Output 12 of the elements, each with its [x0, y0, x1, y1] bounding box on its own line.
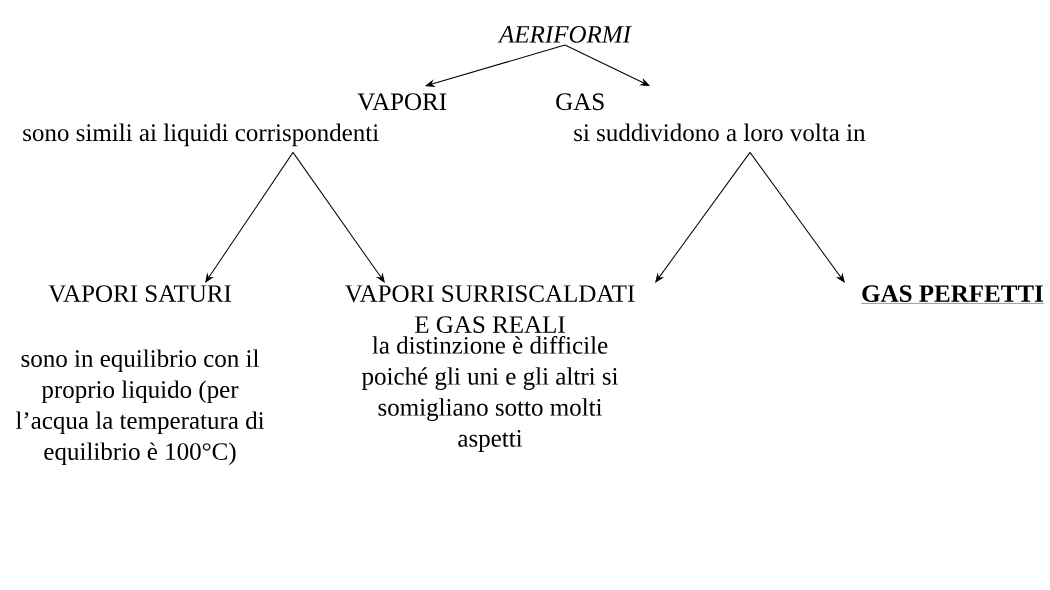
arrow: [205, 151, 294, 283]
arrow: [564, 44, 650, 86]
category-label: VAPORI sono simili ai liquidi corrispondenti: [23, 93, 447, 147]
category-label: VAPORI SURRISCALDATI E GAS REALI la distinzione è difficile poiché gli uni e gli altri si somigliano sotto molti aspetti: [345, 285, 635, 452]
arrow: [292, 151, 385, 283]
category-label: GAS PERFETTI: [860, 285, 1044, 304]
category-label: VAPORI SATURI sono in equilibrio con il proprio liquido (per l’acqua la temperatura di equilibrio è 100°C): [15, 285, 265, 466]
arrow: [749, 151, 845, 283]
category-label: GAS si suddividono a loro volta in: [556, 93, 866, 142]
arrow: [425, 44, 566, 87]
category-label: AERIFORMI: [497, 26, 632, 43]
arrow: [655, 151, 751, 283]
